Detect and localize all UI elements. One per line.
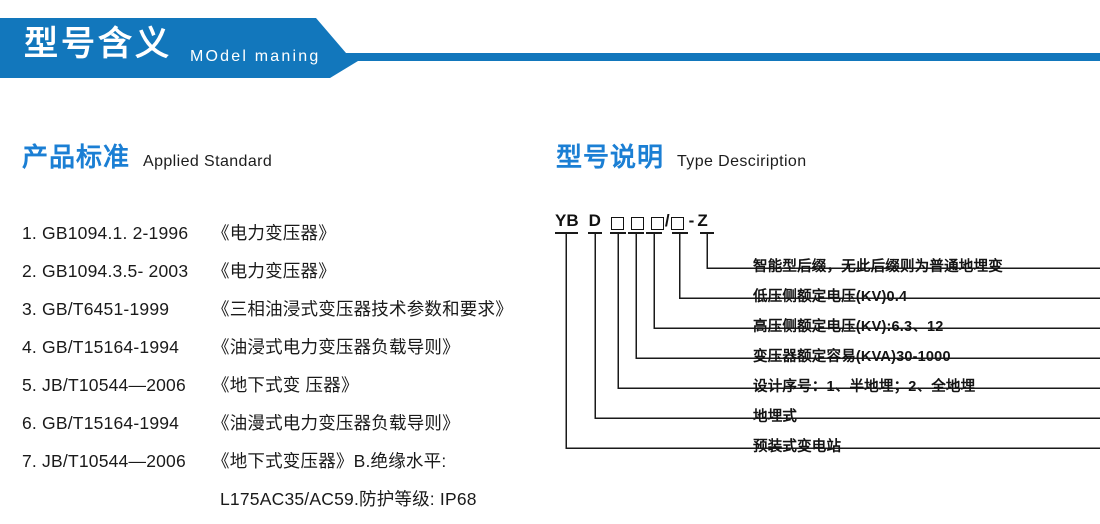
header-banner-shape <box>0 18 1100 78</box>
code-segment-z: Z <box>697 211 708 230</box>
type-label-rated-capacity: 变压器额定容易(KVA)30-1000 <box>753 349 951 365</box>
type-label-lv-rated-voltage: 低压侧额定电压(KV)0.4 <box>753 289 908 305</box>
code-box-lv-group <box>650 217 664 230</box>
section-heading-applied-standard: 产品标准 Applied Standard <box>22 142 272 172</box>
standard-code: 1. GB1094.1. 2-1996 <box>22 223 189 243</box>
code-segment-dash: - <box>688 211 695 230</box>
section-heading-en: Applied Standard <box>143 153 273 170</box>
type-label-hv-rated-voltage: 高压侧额定电压(KV):6.3、12 <box>753 319 944 335</box>
standard-name: 《三相油浸式变压器技术参数和要求》 <box>212 299 513 319</box>
list-item: 2. GB1094.3.5- 2003 《电力变压器》 <box>22 252 542 290</box>
code-box-hv <box>630 217 644 230</box>
code-segment-slash: / <box>664 211 670 230</box>
section-heading-en: Type Desciription <box>677 153 807 170</box>
header-title-en: MOdel maning <box>190 48 321 65</box>
list-item-continuation: L175AC35/AC59.防护等级: IP68 <box>22 480 542 518</box>
list-item: 7. JB/T10544—2006 《地下式变压器》B.绝缘水平: <box>22 442 542 480</box>
standard-name-continued: L175AC35/AC59.防护等级: IP68 <box>220 489 477 509</box>
standard-code: 7. JB/T10544—2006 <box>22 451 186 471</box>
type-label-smart-suffix: 智能型后缀，无此后缀则为普通地埋变 <box>753 259 1003 275</box>
type-description-diagram: YB D / - Z <box>548 210 1100 470</box>
section-heading-cn: 型号说明 <box>556 142 665 172</box>
standard-code: 5. JB/T10544—2006 <box>22 375 186 395</box>
code-box-lv <box>670 217 684 230</box>
page-header: 型号含义 MOdel maning <box>0 0 1100 92</box>
list-item: 4. GB/T15164-1994 《油浸式电力变压器负载导则》 <box>22 328 542 366</box>
code-segment-yb: YB <box>555 211 579 230</box>
applied-standard-list: 1. GB1094.1. 2-1996 《电力变压器》 2. GB1094.3.… <box>22 214 542 518</box>
leader-lines <box>555 232 1100 449</box>
standard-code: 6. GB/T15164-1994 <box>22 413 180 433</box>
standard-code: 2. GB1094.3.5- 2003 <box>22 261 189 281</box>
standard-name: 《油浸式电力变压器负载导则》 <box>212 337 460 357</box>
standard-name: 《电力变压器》 <box>212 261 336 281</box>
header-title-cn: 型号含义 <box>24 25 172 63</box>
standard-name: 《地下式变 压器》 <box>212 375 359 395</box>
type-label-buried-type: 地埋式 <box>753 409 798 425</box>
section-heading-type-description: 型号说明 Type Desciription <box>556 142 807 172</box>
type-label-prefab-substation: 预装式变电站 <box>753 439 842 455</box>
standard-name: 《油漫式电力变压器负载导则》 <box>212 413 460 433</box>
list-item: 6. GB/T15164-1994 《油漫式电力变压器负载导则》 <box>22 404 542 442</box>
standard-name: 《地下式变压器》B.绝缘水平: <box>212 451 447 471</box>
standard-code: 4. GB/T15164-1994 <box>22 337 180 357</box>
type-label-design-serial: 设计序号：1、半地埋；2、全地埋 <box>753 379 976 395</box>
list-item: 1. GB1094.1. 2-1996 《电力变压器》 <box>22 214 542 252</box>
standard-code: 3. GB/T6451-1999 <box>22 299 170 319</box>
list-item: 3. GB/T6451-1999 《三相油浸式变压器技术参数和要求》 <box>22 290 542 328</box>
section-heading-cn: 产品标准 <box>22 142 131 172</box>
code-box-capacity <box>610 217 624 230</box>
type-code-row: YB D / - Z <box>555 210 708 232</box>
list-item: 5. JB/T10544—2006 《地下式变 压器》 <box>22 366 542 404</box>
standard-name: 《电力变压器》 <box>212 223 336 243</box>
code-segment-d: D <box>588 211 601 230</box>
